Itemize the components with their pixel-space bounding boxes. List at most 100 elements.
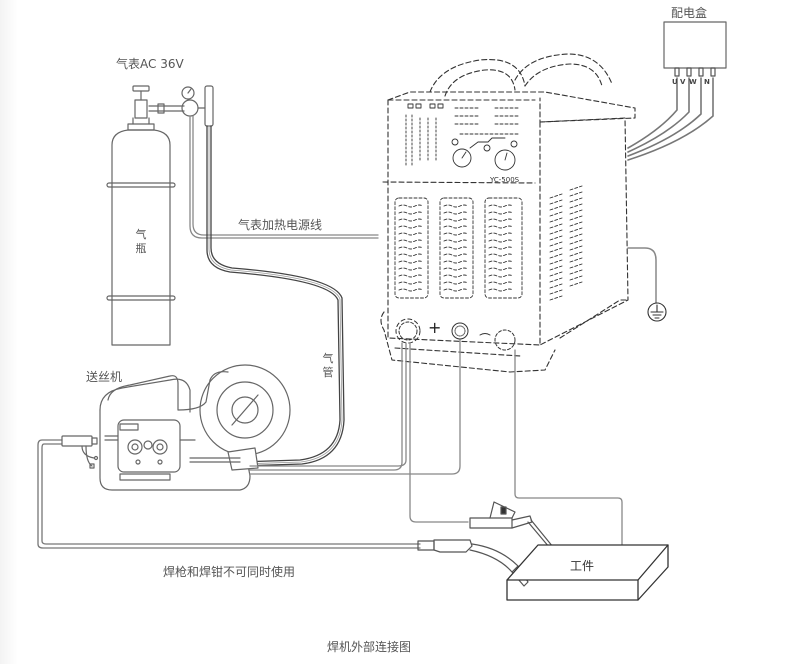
vent-slat: [443, 218, 469, 222]
side-vent-slat: [569, 263, 583, 269]
ground-wire: [627, 247, 657, 304]
vent-slat: [443, 253, 469, 257]
vent-slat: [398, 260, 424, 264]
vent-slat: [443, 260, 469, 264]
gas-heater-power-line-label: 气表加热电源线: [238, 218, 323, 232]
warning-note: 焊枪和焊钳不可同时使用: [163, 565, 296, 579]
side-vent-slat: [549, 241, 563, 247]
vent-slat: [488, 274, 514, 278]
page-edge-shadow: [0, 0, 18, 664]
output-terminals: [395, 318, 516, 351]
vent-slat: [443, 288, 469, 292]
side-vent-slat: [549, 205, 563, 211]
workpiece: [506, 544, 669, 601]
side-vent-slat: [549, 235, 563, 241]
vent-slat: [488, 225, 514, 229]
vent-slat: [398, 218, 424, 222]
side-vent-slat: [569, 281, 583, 287]
welder-model-label: YC-500S: [490, 176, 520, 184]
side-vent-slat: [549, 247, 563, 253]
front-vents: [394, 197, 523, 299]
side-vent-slat: [569, 209, 583, 215]
workpiece-label: 工件: [570, 559, 595, 573]
side-vent-slat: [549, 253, 563, 259]
vent-slat: [398, 281, 424, 285]
side-vent-slat: [569, 185, 583, 191]
vent-slat: [488, 260, 514, 264]
side-vent-slat: [549, 223, 563, 229]
side-vent-slat: [549, 199, 563, 205]
electrode-holder-cable: [409, 342, 469, 523]
gas-cylinder-label: 气瓶: [135, 228, 147, 255]
side-vent-slat: [569, 221, 583, 227]
vent-slat: [443, 274, 469, 278]
vent-slat: [398, 232, 424, 236]
welding-machine: [380, 53, 636, 373]
side-vent-slat: [549, 277, 563, 283]
vent-slat: [488, 281, 514, 285]
vent-slat: [398, 253, 424, 257]
control-panel: [405, 103, 521, 171]
vent-slat: [488, 246, 514, 250]
side-vent-slat: [549, 295, 563, 301]
vent-slat: [398, 211, 424, 215]
vent-slat: [488, 267, 514, 271]
vent-slat: [488, 253, 514, 257]
panel-indicators: [405, 103, 521, 166]
positive-terminal-label: +: [428, 318, 442, 337]
vent-slat: [398, 204, 424, 208]
vent-slat: [443, 225, 469, 229]
vent-slat: [398, 225, 424, 229]
vent-slat: [443, 281, 469, 285]
vent-slat: [443, 211, 469, 215]
side-vent-slat: [549, 229, 563, 235]
vent-slat: [443, 232, 469, 236]
side-vent-slat: [569, 191, 583, 197]
distribution-box-terminals: [674, 67, 716, 77]
side-vent-slat: [569, 269, 583, 275]
vent-slat: [488, 288, 514, 292]
distribution-box: [627, 21, 727, 161]
diagram-title: 焊机外部连接图: [327, 640, 412, 654]
negative-terminal: [494, 329, 516, 351]
vent-slat: [488, 239, 514, 243]
positive-terminal: [398, 321, 418, 341]
side-vent-slat: [549, 265, 563, 271]
side-vent-slat: [569, 233, 583, 239]
control-socket: [451, 322, 469, 340]
side-vent-slat: [549, 211, 563, 217]
feeder-cables: [249, 339, 461, 475]
torch-connector: [61, 435, 99, 469]
gas-hose-label: 气管: [322, 352, 334, 379]
side-vent-slat: [569, 251, 583, 257]
torch-cable: [37, 439, 421, 549]
side-vent-slat: [549, 193, 563, 199]
vent-slat: [398, 246, 424, 250]
left-knob: [452, 148, 472, 168]
vent-slat: [488, 218, 514, 222]
vent-panel: [484, 197, 523, 299]
vent-slat: [398, 239, 424, 243]
vent-slat: [398, 267, 424, 271]
vent-slat: [398, 288, 424, 292]
gas-meter-label: 气表AC 36V: [116, 57, 184, 71]
side-vent-slat: [569, 227, 583, 233]
side-vent-slat: [569, 275, 583, 281]
vent-slat: [443, 246, 469, 250]
side-vent-slat: [569, 257, 583, 263]
side-vent-slat: [569, 215, 583, 221]
power-cables: [627, 77, 714, 161]
vent-slat: [443, 204, 469, 208]
side-vent-slat: [549, 217, 563, 223]
phase-v: V: [680, 78, 686, 86]
vent-slat: [488, 204, 514, 208]
vent-slat: [443, 239, 469, 243]
vent-panel: [439, 197, 474, 299]
vent-slat: [488, 232, 514, 236]
side-vent-slat: [549, 289, 563, 295]
side-vent-slat: [569, 239, 583, 245]
phase-n: N: [704, 78, 710, 86]
right-knob: [494, 149, 516, 171]
side-vent-slat: [549, 271, 563, 277]
side-vents: [549, 185, 583, 301]
